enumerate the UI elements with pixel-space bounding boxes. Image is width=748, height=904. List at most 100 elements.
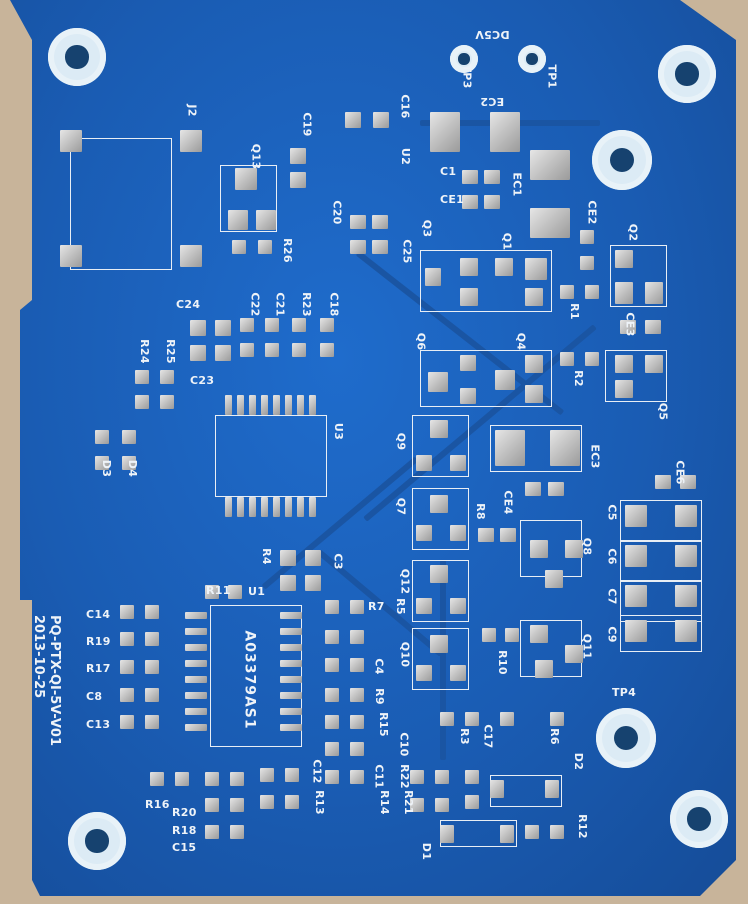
- silkscreen-label-q8: Q8: [580, 537, 594, 556]
- solder-pad: [350, 630, 364, 644]
- ic-pin: [185, 612, 207, 619]
- ic-pin: [285, 497, 292, 517]
- solder-pad: [230, 825, 244, 839]
- solder-pad: [260, 795, 274, 809]
- component-outline: [412, 560, 469, 622]
- silkscreen-label-r13: R13: [312, 790, 326, 815]
- solder-pad: [325, 742, 339, 756]
- silkscreen-label-c15: C15: [172, 841, 197, 854]
- solder-pad: [430, 420, 448, 438]
- solder-pad: [215, 320, 231, 336]
- silkscreen-label-c25: C25: [400, 239, 414, 264]
- solder-pad: [530, 208, 570, 238]
- silkscreen-label-d1: D1: [420, 842, 434, 861]
- copper-trace: [440, 560, 446, 760]
- mounting-hole: [592, 130, 652, 190]
- solder-pad: [495, 258, 513, 276]
- silkscreen-label-c19: C19: [300, 112, 314, 137]
- solder-pad: [285, 768, 299, 782]
- silkscreen-label-r12: R12: [575, 814, 589, 839]
- silkscreen-label-r26: R26: [280, 238, 294, 263]
- ic-pin: [309, 395, 316, 415]
- ic-pin: [237, 395, 244, 415]
- solder-pad: [460, 388, 476, 404]
- silkscreen-label-c4: C4: [372, 658, 386, 675]
- solder-pad: [228, 210, 248, 230]
- solder-pad: [428, 372, 448, 392]
- ic-pin: [261, 395, 268, 415]
- solder-pad: [145, 605, 159, 619]
- component-outline: [412, 415, 469, 477]
- solder-pad: [350, 742, 364, 756]
- solder-pad: [435, 770, 449, 784]
- solder-pad: [482, 628, 496, 642]
- solder-pad: [465, 712, 479, 726]
- ic-pin: [280, 612, 302, 619]
- silkscreen-label-q2: Q2: [626, 223, 640, 242]
- solder-pad: [325, 630, 339, 644]
- board-identifier: PQ-PTX-QI-5V-V01 2013-10-25: [30, 615, 62, 746]
- silkscreen-label-c14: C14: [86, 608, 111, 621]
- silkscreen-label-r4: R4: [259, 548, 273, 565]
- solder-pad: [430, 565, 448, 583]
- solder-pad: [235, 168, 257, 190]
- solder-pad: [462, 195, 478, 209]
- board-date: 2013-10-25: [31, 615, 46, 699]
- ic-pin: [225, 395, 232, 415]
- solder-pad: [305, 575, 321, 591]
- silkscreen-label-c5: C5: [605, 504, 619, 521]
- solder-pad: [230, 798, 244, 812]
- silkscreen-label-r21: R21: [401, 790, 415, 815]
- solder-pad: [95, 456, 109, 470]
- silkscreen-label-c9: C9: [605, 626, 619, 643]
- silkscreen-label-r11: R11: [206, 584, 231, 597]
- solder-pad: [550, 430, 580, 466]
- silkscreen-label-r9: R9: [372, 688, 386, 705]
- solder-pad: [240, 318, 254, 332]
- silkscreen-label-r2: R2: [571, 370, 585, 387]
- silkscreen-label-ce1: CE1: [440, 193, 465, 206]
- solder-pad: [416, 665, 432, 681]
- solder-pad: [350, 688, 364, 702]
- silkscreen-label-r1: R1: [567, 303, 581, 320]
- solder-pad: [95, 430, 109, 444]
- solder-pad: [325, 600, 339, 614]
- silkscreen-label-tp1: TP1: [545, 64, 559, 89]
- solder-pad: [122, 430, 136, 444]
- silkscreen-label-r14: R14: [377, 790, 391, 815]
- silkscreen-label-q1: Q1: [500, 232, 514, 251]
- solder-pad: [135, 395, 149, 409]
- solder-pad: [280, 550, 296, 566]
- solder-pad: [460, 355, 476, 371]
- solder-pad: [495, 370, 515, 390]
- solder-pad: [525, 385, 543, 403]
- silkscreen-label-c21: C21: [273, 292, 287, 317]
- solder-pad: [525, 825, 539, 839]
- solder-pad: [290, 148, 306, 164]
- silkscreen-label-r5: R5: [393, 598, 407, 615]
- solder-pad: [620, 320, 636, 334]
- silkscreen-label-ec3: EC3: [588, 444, 602, 469]
- silkscreen-label-d3: D3: [100, 459, 114, 478]
- ic-pin: [280, 644, 302, 651]
- silkscreen-label-q11: Q11: [580, 633, 594, 660]
- ic-pin: [249, 395, 256, 415]
- silkscreen-label-ce3: CE3: [623, 312, 637, 337]
- silkscreen-label-c23: C23: [190, 374, 215, 387]
- solder-pad: [615, 380, 633, 398]
- solder-pad: [425, 268, 441, 286]
- solder-pad: [625, 620, 647, 642]
- solder-pad: [160, 370, 174, 384]
- silkscreen-label-c16: C16: [398, 94, 412, 119]
- solder-pad: [180, 245, 202, 267]
- solder-pad: [160, 395, 174, 409]
- solder-pad: [240, 343, 254, 357]
- solder-pad: [60, 130, 82, 152]
- solder-pad: [525, 288, 543, 306]
- silkscreen-label-r6: R6: [547, 728, 561, 745]
- silkscreen-label-d2: D2: [572, 752, 586, 771]
- silkscreen-label-c10: C10: [397, 732, 411, 757]
- solder-pad: [484, 170, 500, 184]
- silkscreen-label-q5: Q5: [656, 402, 670, 421]
- ic-pin: [185, 628, 207, 635]
